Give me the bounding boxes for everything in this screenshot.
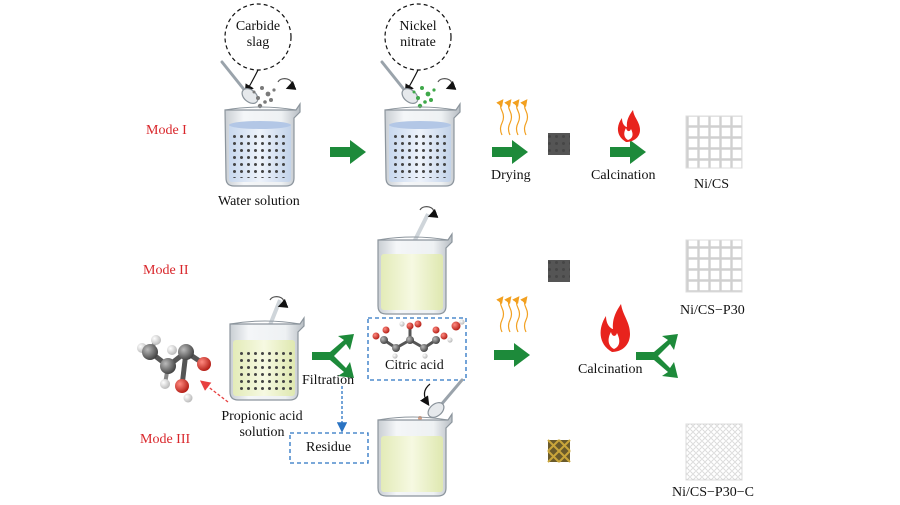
propionic-acid-molecule bbox=[137, 335, 211, 403]
process-arrow bbox=[492, 140, 528, 164]
flame-icon bbox=[600, 304, 630, 352]
heat-icon bbox=[496, 296, 529, 333]
nickel-nitrate-bubble bbox=[384, 3, 452, 95]
dried-precursor-cube bbox=[548, 133, 570, 155]
product-ni-cs-label: Ni/CS bbox=[694, 177, 730, 192]
mode-2-label: Mode II bbox=[143, 263, 189, 278]
heat-icon bbox=[496, 99, 529, 136]
stir-rotation-icon bbox=[277, 78, 457, 90]
carbide-slag-bubble bbox=[224, 3, 292, 95]
citric-acid-label: Citric acid bbox=[385, 358, 444, 373]
falling-carbide-particles bbox=[252, 86, 276, 109]
spoon-icon bbox=[427, 378, 464, 418]
process-arrow bbox=[330, 140, 366, 164]
beaker-citric-mode3 bbox=[377, 412, 453, 497]
dried-precursor-cube-mode3 bbox=[547, 439, 571, 463]
filtration-label: Filtration bbox=[302, 373, 355, 388]
process-arrow bbox=[610, 140, 646, 164]
filtration-split-arrow bbox=[312, 334, 354, 378]
citric-acid-molecule bbox=[372, 319, 465, 359]
calcination-label-top: Calcination bbox=[591, 168, 656, 183]
citric-acid-box bbox=[367, 317, 467, 381]
residue-label: Residue bbox=[306, 440, 352, 455]
stir-rotation-icon bbox=[269, 296, 289, 308]
beaker-propionic-acid bbox=[229, 299, 305, 401]
mode-1-label: Mode I bbox=[146, 123, 187, 138]
product-ni-cs-p30-c-label: Ni/CS−P30−C bbox=[672, 485, 754, 500]
process-arrow bbox=[494, 343, 530, 367]
product-ni-cs-structure bbox=[685, 115, 743, 169]
drying-label: Drying bbox=[491, 168, 531, 183]
dried-precursor-cube-mode2 bbox=[548, 260, 570, 282]
water-solution-label: Water solution bbox=[218, 194, 300, 209]
flame-icon bbox=[617, 110, 640, 142]
calcination-split-arrow bbox=[636, 334, 678, 378]
beaker-water-solution bbox=[224, 102, 301, 187]
product-ni-cs-p30-c-structure bbox=[685, 423, 743, 481]
stir-rotation-icon bbox=[419, 206, 439, 218]
residue-box bbox=[289, 432, 369, 464]
product-ni-cs-p30-structure bbox=[685, 239, 743, 293]
citric-addition-arrow bbox=[420, 383, 431, 406]
calcination-label-bottom: Calcination bbox=[578, 362, 643, 377]
product-ni-cs-p30-label: Ni/CS−P30 bbox=[680, 303, 745, 318]
dashed-arrow-red bbox=[199, 380, 229, 403]
falling-nickel-particles bbox=[412, 86, 436, 109]
beaker-filtrate-mode2 bbox=[377, 213, 453, 315]
mode-3-label: Mode III bbox=[140, 432, 191, 447]
beaker-nickel-solution bbox=[384, 102, 461, 187]
